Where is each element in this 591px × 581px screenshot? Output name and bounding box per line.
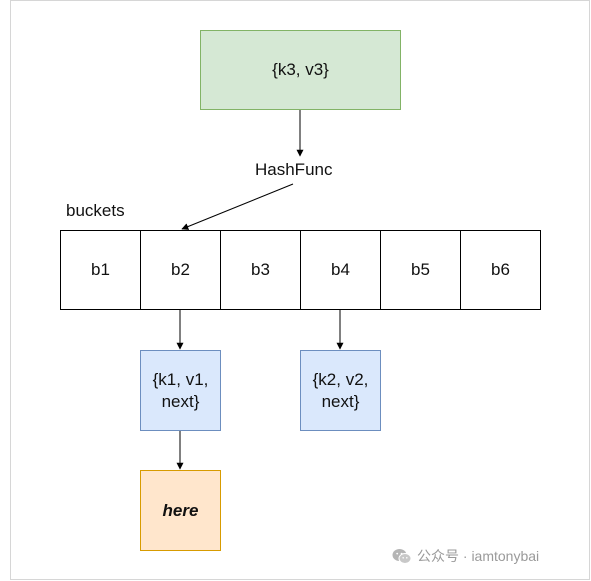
wechat-icon <box>392 548 412 564</box>
bucket-label: b1 <box>91 260 110 279</box>
bucket-label: b4 <box>331 260 350 279</box>
bucket-b4: b4 <box>300 230 381 310</box>
entry-line: {k2, v2, <box>312 369 369 389</box>
bucket-label: b3 <box>251 260 270 279</box>
arrow-hashfunc-to-b2 <box>181 183 294 230</box>
bucket-b5: b5 <box>380 230 461 310</box>
chain-entry-b2: {k1, v1, next} <box>140 350 221 431</box>
bucket-b3: b3 <box>220 230 301 310</box>
entry-line: {k1, v1, <box>152 369 209 389</box>
hash-input-label: {k3, v3} <box>272 60 329 79</box>
watermark: 公众号 · iamtonybai <box>392 546 539 566</box>
hash-function-label: HashFunc <box>255 160 333 179</box>
watermark-text: 公众号 · iamtonybai <box>417 548 540 564</box>
bucket-label: b2 <box>171 260 190 279</box>
bucket-b6: b6 <box>460 230 541 310</box>
hash-input-node: {k3, v3} <box>200 30 401 110</box>
bucket-label: b6 <box>491 260 510 279</box>
bucket-b1: b1 <box>60 230 141 310</box>
chain-entry-b4: {k2, v2, next} <box>300 350 381 431</box>
new-entry-label: here <box>162 500 199 520</box>
bucket-label: b5 <box>411 260 430 279</box>
entry-line: next} <box>161 391 200 411</box>
buckets-label: buckets <box>66 201 125 220</box>
new-entry-node: here <box>140 470 221 551</box>
entry-line: next} <box>321 391 360 411</box>
bucket-b2: b2 <box>140 230 221 310</box>
